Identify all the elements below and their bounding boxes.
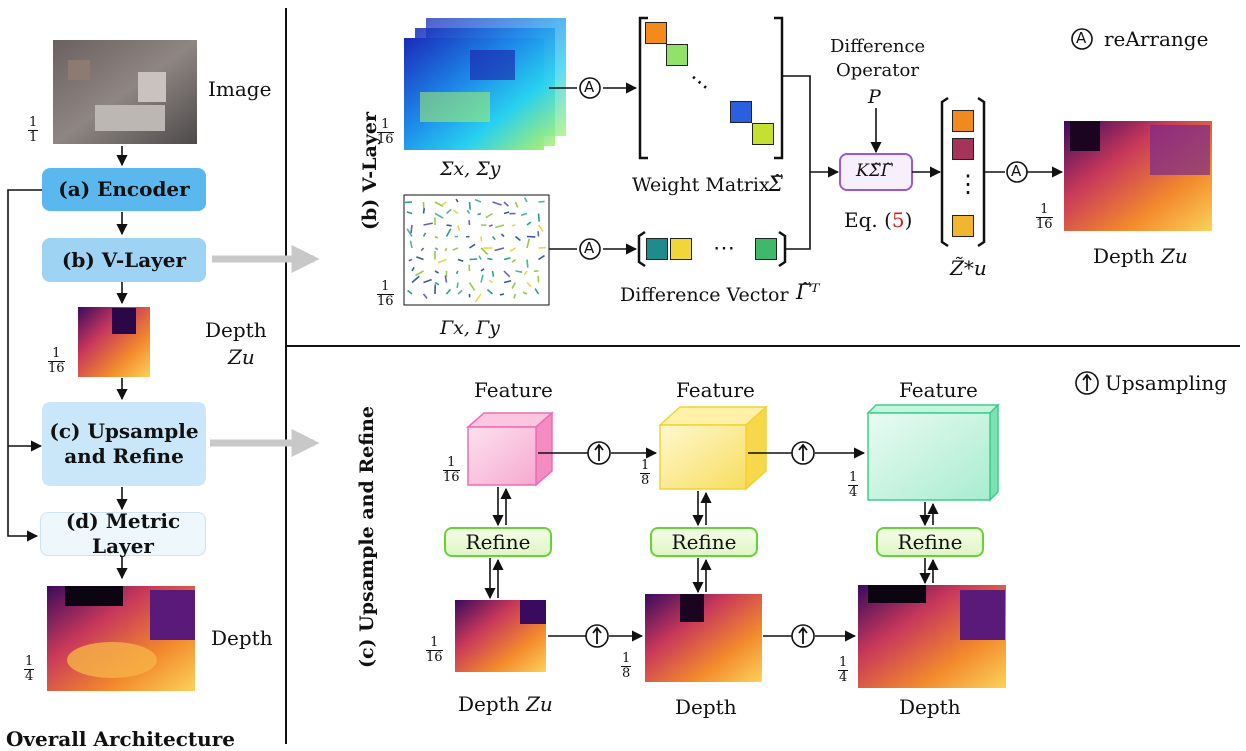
upsample-refine-block: (c) Upsample and Refine (42, 402, 206, 486)
rearrange-legend-symbol: A (1076, 31, 1086, 46)
equation-number: 5 (892, 208, 905, 232)
weight-matrix-symbol: Σ̃ (768, 174, 783, 195)
quiver-arrow (539, 201, 545, 202)
difference-vector-label: Difference Vector (620, 286, 789, 305)
refine-block-1: Refine (444, 527, 552, 557)
matrix-square-1 (645, 22, 667, 44)
depth-variable: Zu (228, 347, 255, 367)
upsampling-legend-label: Upsampling (1105, 373, 1227, 393)
difference-operator-line1: Difference (830, 38, 925, 56)
feature-label-3: Feature (899, 380, 978, 400)
gamma-label: Γx, Γy (440, 319, 500, 338)
weight-matrix-label: Weight Matrix (632, 176, 770, 195)
feature-label-1: Feature (474, 380, 553, 400)
encoder-block: (a) Encoder (42, 168, 206, 211)
matrix-square-3 (730, 101, 752, 123)
zstar-vertical-ellipsis: ⋮ (956, 172, 980, 196)
quiver-arrow (447, 225, 452, 226)
quiver-arrow (487, 259, 492, 260)
quiver-arrow (424, 208, 425, 213)
matrix-square-4 (752, 123, 774, 145)
rearrange-legend-label: reArrange (1104, 29, 1208, 49)
depth-bottom-label-2: Depth (675, 697, 737, 717)
depth-label: Depth (205, 320, 267, 340)
rearrange-symbol-2: A (584, 241, 594, 256)
vector-square-2 (670, 238, 692, 260)
quiver-arrow (493, 271, 494, 277)
zstar-square-2 (952, 138, 974, 160)
depth-bottom-label-3: Depth (899, 697, 961, 717)
image-label: Image (208, 79, 271, 99)
depth-out-label: Depth Zu (1093, 246, 1188, 266)
quiver-arrow (512, 225, 516, 226)
quiver-arrow (539, 214, 540, 222)
vector-square-1 (646, 238, 668, 260)
sigma-label: Σx, Σy (440, 160, 500, 179)
equation-reference: Eq. (5) (844, 210, 912, 230)
vector-ellipsis: ⋯ (713, 238, 735, 260)
overall-architecture-caption: Overall Architecture (6, 729, 235, 749)
upsample-refine-title: (c) Upsample and Refine (356, 428, 378, 668)
quiver-arrow (481, 237, 482, 242)
refine-block-2: Refine (650, 527, 758, 557)
quiver-arrow (470, 202, 471, 210)
vector-square-3 (755, 238, 777, 260)
final-depth-label: Depth (211, 628, 273, 648)
matrix-square-2 (666, 44, 688, 66)
difference-operator-var: P (868, 88, 881, 107)
depth-bottom-label-1: Depth Zu (458, 694, 553, 714)
refine-block-3: Refine (876, 527, 984, 557)
feature-label-2: Feature (676, 380, 755, 400)
kernel-label: KΣ̃Γ̃ (856, 163, 893, 180)
zstar-square-1 (952, 110, 974, 132)
v-layer-block: (b) V-Layer (42, 238, 206, 282)
difference-operator-line2: Operator (836, 62, 919, 80)
difference-vector-symbol: Γ̃ᵀ (796, 282, 819, 303)
quiver-arrow (445, 248, 446, 251)
zstar-label: Z̃*u (950, 258, 987, 278)
quiver-arrow (478, 214, 481, 215)
quiver-arrow (411, 225, 412, 233)
rearrange-symbol-1: A (584, 80, 594, 95)
rearrange-symbol-3: A (1011, 164, 1021, 179)
quiver-arrow (500, 294, 504, 295)
zstar-square-3 (952, 215, 974, 237)
quiver-arrow (527, 260, 528, 268)
metric-layer-block: (d) Metric Layer (40, 512, 206, 556)
quiver-arrow (457, 283, 458, 288)
